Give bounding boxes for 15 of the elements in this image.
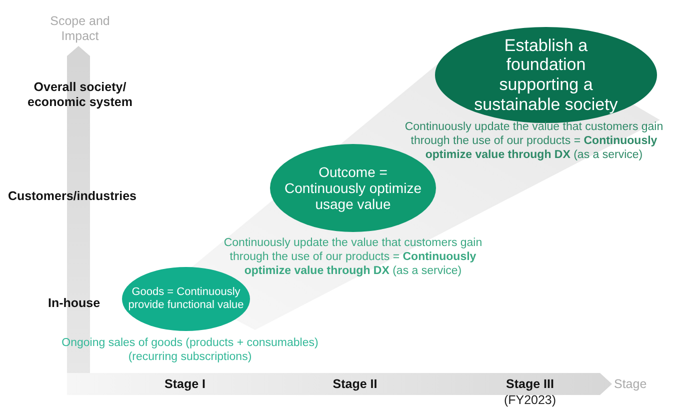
axis-title: Scope and Impact: [49, 14, 111, 44]
stage-label: Stage I: [164, 377, 206, 392]
stage-title: Goods = Continuously provide functional value: [127, 286, 245, 312]
stage-label: Stage III: [505, 377, 555, 392]
year-note: (FY2023): [502, 393, 558, 408]
stage-description: Continuously update the value that customers gain through the use of our products = Continuously optimize value through DX (as a service): [404, 121, 664, 162]
axis-title: Stage: [614, 377, 648, 392]
scope-level-label: Customers/industries: [8, 189, 138, 204]
stage-title: Establish a foundation supporting a sustainable society: [473, 36, 619, 114]
stage-description: Ongoing sales of goods (products + consumables) (recurring subscriptions): [60, 337, 320, 365]
scope-level-label: Overall society/ economic system: [26, 80, 134, 110]
stage-label: Stage II: [332, 377, 378, 392]
stage-description: Continuously update the value that customers gain through the use of our products = Continuously optimize value through DX (as a service): [222, 237, 484, 278]
stage-title: Outcome = Continuously optimize usage value: [284, 164, 422, 212]
scope-level-label: In-house: [48, 296, 102, 311]
